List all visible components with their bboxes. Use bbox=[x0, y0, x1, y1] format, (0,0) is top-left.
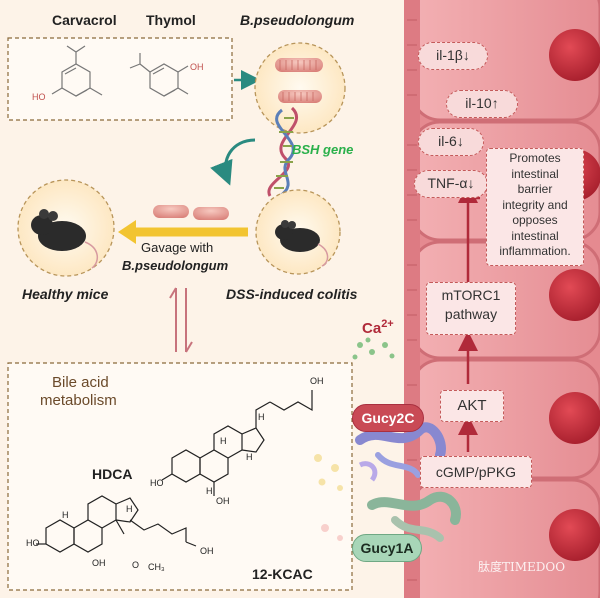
cell-nucleus bbox=[549, 509, 600, 561]
pill-tnf-a: TNF-α↓ bbox=[414, 170, 488, 198]
label-gavage-line1: Gavage with bbox=[141, 240, 214, 255]
dna-helix-icon bbox=[267, 106, 299, 198]
watermark: 肽度TIMEDOO bbox=[478, 560, 566, 574]
cell-nucleus bbox=[549, 29, 600, 81]
label-gavage-line2: B.pseudolongum bbox=[122, 258, 229, 273]
atom-ho: HO bbox=[26, 538, 40, 548]
atom-ho-carvacrol: HO bbox=[32, 92, 46, 102]
thymol-structure bbox=[129, 53, 189, 97]
promotes-line: Promotes bbox=[509, 151, 561, 165]
promotes-line: intestinal bbox=[511, 228, 559, 243]
mtorc1-line2: pathway bbox=[444, 306, 498, 322]
atom-h: H bbox=[126, 504, 133, 514]
pill-il-1b: il-1β↓ bbox=[418, 42, 488, 70]
cgmp-box: cGMP/pPKG bbox=[420, 456, 532, 488]
promotes-line: opposes bbox=[512, 213, 558, 227]
promotes-line: inflammation. bbox=[499, 244, 571, 258]
mtorc1-line1: mTORC1 bbox=[441, 287, 501, 303]
bile-acid-box bbox=[7, 362, 353, 591]
cell-membrane bbox=[404, 0, 420, 598]
hdca-structure bbox=[161, 390, 313, 496]
arrow-to-colitis bbox=[210, 138, 256, 186]
atom-h: H bbox=[220, 436, 227, 446]
calcium-charge: 2+ bbox=[381, 318, 394, 330]
akt-box: AKT bbox=[440, 390, 504, 422]
label-12-kcac: 12-KCAC bbox=[252, 566, 313, 582]
atom-ch3: CH₃ bbox=[148, 562, 165, 572]
label-healthy-mice: Healthy mice bbox=[22, 286, 109, 302]
label-bsh-gene: BSH gene bbox=[292, 142, 354, 157]
promotes-box: Promotes intestinal barrier integrity an… bbox=[486, 148, 584, 266]
label-dss-colitis: DSS-induced colitis bbox=[226, 286, 358, 302]
atom-oh-thymol: OH bbox=[190, 62, 204, 72]
label-b-pseudolongum: B.pseudolongum bbox=[240, 12, 355, 28]
promotes-line: barrier bbox=[517, 182, 553, 196]
gucy1a-label: Gucy1A bbox=[352, 534, 422, 562]
atom-o: O bbox=[132, 560, 140, 570]
atom-oh: OH bbox=[216, 496, 230, 506]
mtorc1-box: mTORC1 pathway bbox=[426, 282, 516, 335]
gucy1a-receptor bbox=[367, 491, 461, 542]
pill-il-6: il-6↓ bbox=[418, 128, 484, 156]
atom-oh: OH bbox=[200, 546, 214, 556]
kcac-structure bbox=[36, 495, 197, 553]
cell-nucleus bbox=[549, 392, 600, 444]
healthy-mouse-icon bbox=[31, 209, 99, 269]
gavage-bacteria-icons bbox=[153, 205, 229, 220]
gucy2c-receptor bbox=[355, 422, 446, 482]
atom-ho: HO bbox=[150, 478, 164, 488]
gucy2c-label: Gucy2C bbox=[352, 404, 424, 432]
atom-h: H bbox=[258, 412, 265, 422]
label-thymol: Thymol bbox=[146, 12, 196, 28]
atom-h: H bbox=[62, 510, 69, 520]
ligand-dots bbox=[314, 454, 343, 541]
promotes-line: integrity and bbox=[502, 197, 568, 212]
label-calcium: Ca2+ bbox=[362, 318, 394, 337]
equilibrium-arrows bbox=[169, 287, 193, 353]
gavage-arrow-head bbox=[118, 220, 136, 244]
label-carvacrol: Carvacrol bbox=[52, 12, 117, 28]
calcium-base: Ca bbox=[362, 320, 382, 337]
bacteria-icons bbox=[275, 58, 323, 103]
colitis-mouse-icon bbox=[275, 220, 329, 267]
atom-oh: OH bbox=[92, 558, 106, 568]
carvacrol-structure bbox=[51, 45, 103, 97]
cell-nucleus bbox=[549, 269, 600, 321]
label-hdca: HDCA bbox=[92, 466, 133, 482]
atom-oh: OH bbox=[310, 376, 324, 386]
label-bile-acid-line1: Bile acid bbox=[52, 374, 109, 391]
atom-h: H bbox=[206, 486, 213, 496]
atom-h: H bbox=[246, 452, 253, 462]
calcium-ions bbox=[352, 337, 395, 360]
label-bile-acid-line2: metabolism bbox=[40, 392, 117, 409]
promotes-line: intestinal bbox=[511, 166, 559, 181]
compound-box bbox=[7, 37, 233, 121]
pill-il-10: il-10↑ bbox=[446, 90, 518, 118]
